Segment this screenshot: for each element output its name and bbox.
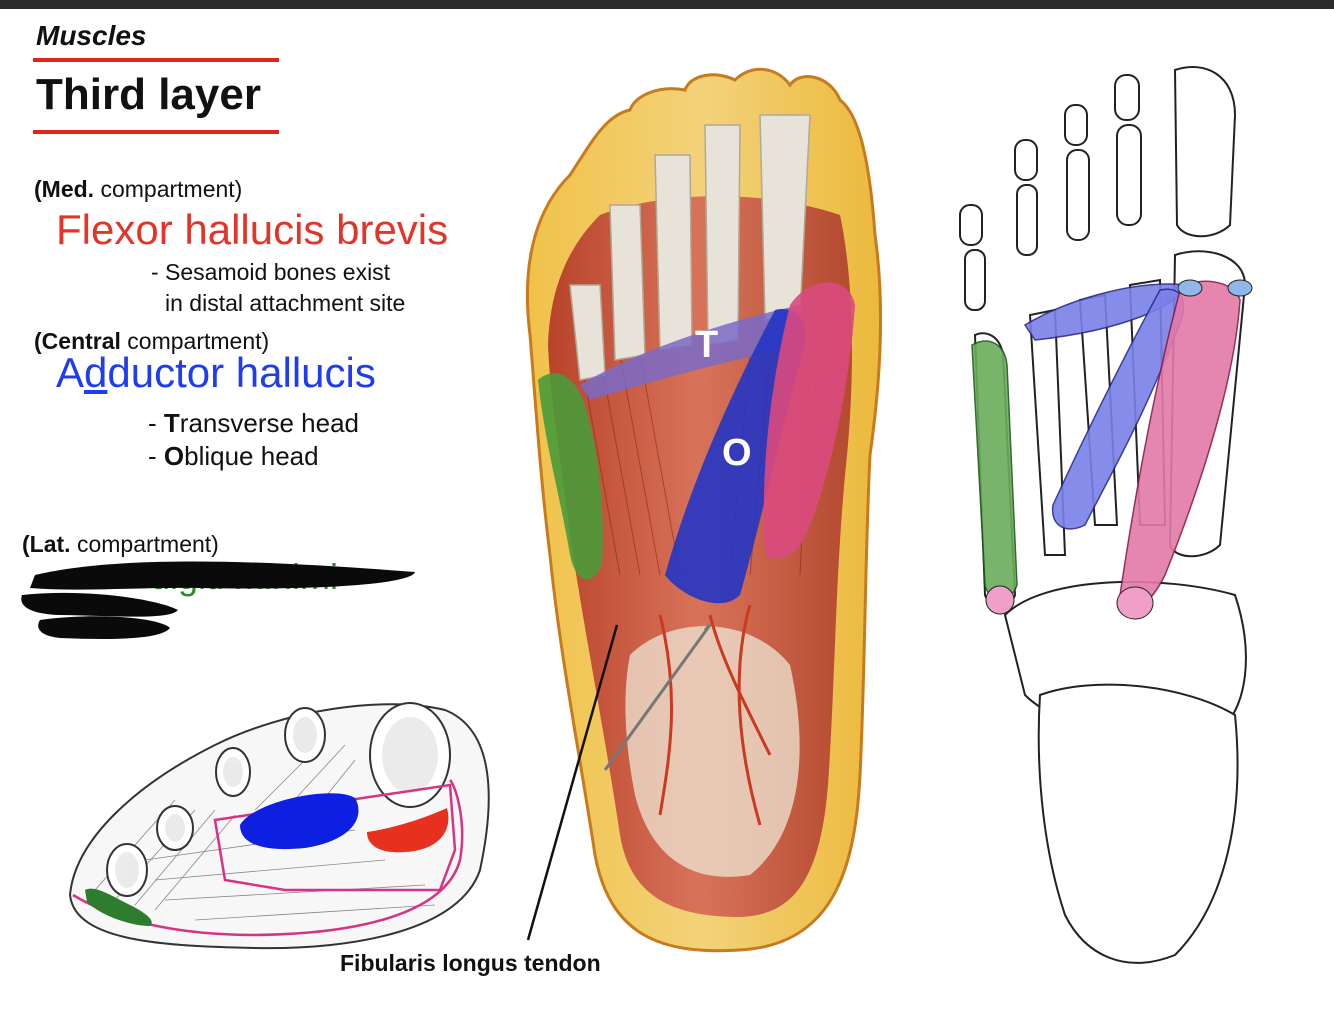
plantar-foot-illustration: T O: [525, 67, 882, 953]
lateral-compartment-label: (Lat. compartment): [22, 531, 219, 557]
flexor-hallucis-brevis-drawing: [1119, 280, 1241, 609]
transverse-head-item: - Transverse head: [148, 408, 360, 438]
foot-skeleton-drawing: [959, 66, 1253, 964]
lateral-compartment-section: [85, 888, 152, 926]
transverse-head-overlay: [580, 305, 802, 400]
oblique-label: O: [722, 432, 752, 474]
calcaneus: [1037, 683, 1239, 964]
sesamoid-note-line2: in distal attachment site: [165, 290, 406, 316]
toe-tendons: [569, 114, 811, 381]
title-rule-bottom: [33, 130, 279, 134]
flexor-hallucis-brevis-overlay: [763, 282, 855, 559]
foot-cross-section: [68, 702, 490, 950]
central-compartment-label: (Central compartment): [34, 328, 270, 354]
abductor-digiti-minimi-drawing: [971, 340, 1018, 601]
adductor-hallucis-section: [240, 793, 359, 850]
toe-phalanges: [959, 66, 1237, 311]
section-kicker: Muscles: [36, 20, 147, 51]
medial-compartment-label: (Med. compartment): [34, 176, 243, 202]
oblique-head-overlay: [665, 309, 806, 604]
transverse-label: T: [695, 324, 718, 366]
title-rule-top: [33, 58, 279, 62]
flexor-hallucis-brevis-label: Flexor hallucis brevis: [56, 206, 449, 253]
abductor-digiti-minimi-overlay: [538, 373, 603, 580]
fibularis-longus-caption: Fibularis longus tendon: [340, 950, 601, 976]
sesamoid-note-line1: - Sesamoid bones exist: [151, 259, 391, 285]
top-bar: [0, 0, 1334, 9]
slide-title: Third layer: [36, 70, 261, 119]
adductor-hallucis-label: Adductor hallucis: [56, 349, 376, 396]
flexor-hallucis-brevis-section: [367, 808, 449, 853]
oblique-head-item: - Oblique head: [148, 441, 319, 471]
